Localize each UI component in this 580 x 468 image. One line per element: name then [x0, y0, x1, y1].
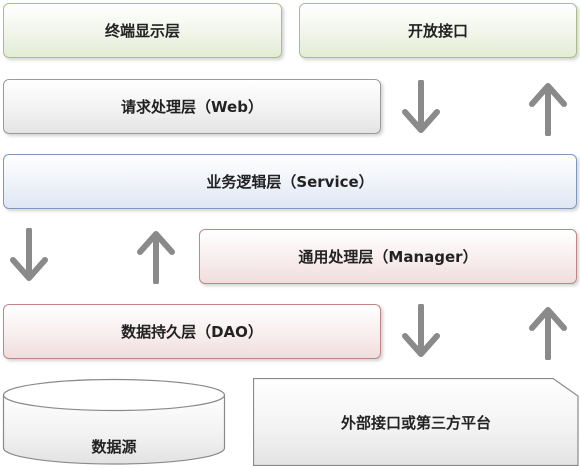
open-api-layer-label: 开放接口: [407, 22, 468, 40]
terminal-display-layer-label: 终端显示层: [104, 22, 180, 40]
dao-layer-label: 数据持久层（DAO）: [121, 323, 263, 341]
terminal-display-layer: 终端显示层: [3, 3, 282, 58]
folded-card-shape: [253, 378, 579, 466]
down-arrow-icon: [402, 80, 440, 133]
external-platform-card: 外部接口或第三方平台: [253, 378, 579, 466]
down-arrow-icon: [10, 228, 48, 281]
datasource-label: 数据源: [91, 438, 137, 456]
external-platform-label: 外部接口或第三方平台: [340, 414, 491, 432]
service-logic-layer-label: 业务逻辑层（Service）: [206, 173, 374, 191]
service-logic-layer: 业务逻辑层（Service）: [3, 154, 577, 209]
up-arrow-icon: [137, 231, 175, 284]
open-api-layer: 开放接口: [299, 3, 577, 58]
datasource-cylinder: 数据源: [2, 378, 226, 466]
manager-layer-label: 通用处理层（Manager）: [298, 248, 478, 266]
web-request-layer: 请求处理层（Web）: [3, 79, 381, 134]
down-arrow-icon: [402, 304, 440, 357]
up-arrow-icon: [529, 83, 567, 136]
web-request-layer-label: 请求处理层（Web）: [121, 98, 263, 116]
dao-layer: 数据持久层（DAO）: [3, 304, 381, 359]
up-arrow-icon: [529, 307, 567, 360]
manager-layer: 通用处理层（Manager）: [199, 229, 577, 284]
database-icon: [2, 378, 226, 465]
